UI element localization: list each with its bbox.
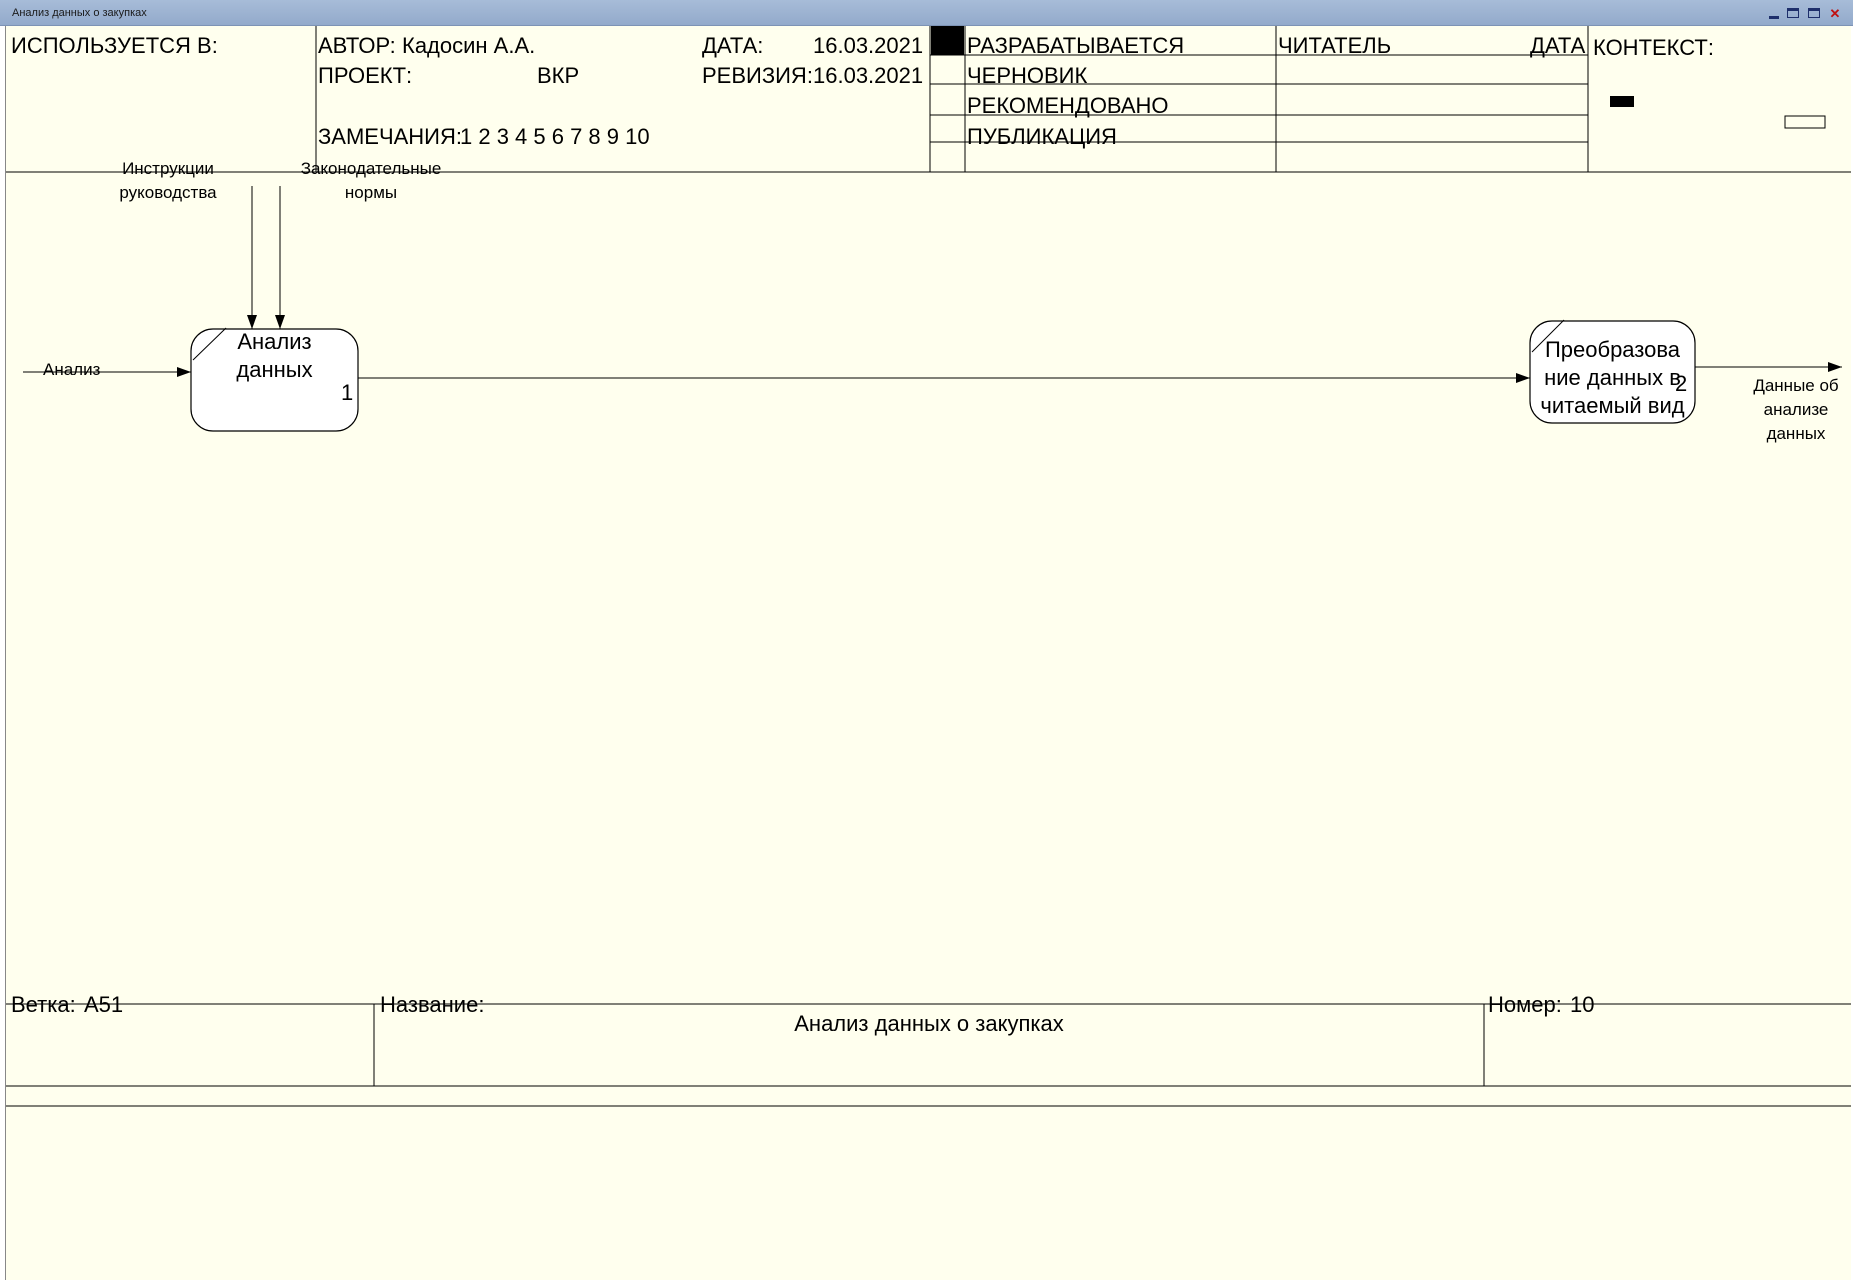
reader-label: ЧИТАТЕЛЬ (1278, 33, 1392, 58)
number-value: 10 (1570, 992, 1595, 1017)
header-frame (6, 26, 1851, 173)
diagram-canvas[interactable]: ИСПОЛЬЗУЕТСЯ В: АВТОР: Кадосин А.А. ПРОЕ… (5, 26, 1851, 1280)
block-1-number: 1 (341, 380, 354, 405)
diagram-title: Анализ данных о закупках (794, 1011, 1064, 1036)
number-label: Номер: (1488, 992, 1562, 1017)
block-2-number: 2 (1675, 371, 1688, 396)
used-in-label: ИСПОЛЬЗУЕТСЯ В: (11, 33, 218, 58)
window-title: Анализ данных о закупках (12, 7, 147, 19)
title-label: Название: (380, 992, 485, 1017)
context-box-filled (1610, 96, 1634, 107)
status-publication: ПУБЛИКАЦИЯ (967, 124, 1117, 149)
author-value: Кадосин А.А. (402, 33, 536, 58)
revision-label: РЕВИЗИЯ: (702, 63, 813, 88)
status-recommended: РЕКОМЕНДОВАНО (967, 93, 1169, 118)
control-arrow-1-label: Инструкции руководства (119, 159, 217, 202)
node-value: A51 (84, 992, 124, 1017)
block-1-label: Анализ данных (236, 329, 313, 382)
status-draft: ЧЕРНОВИК (967, 63, 1088, 88)
author-label: АВТОР: (318, 33, 396, 58)
window-titlebar: Анализ данных о закупках ✕ (0, 0, 1853, 26)
close-icon[interactable]: ✕ (1829, 6, 1841, 21)
notes-value: 1 2 3 4 5 6 7 8 9 10 (460, 124, 650, 149)
function-block-2[interactable] (1529, 319, 1696, 424)
context-label: КОНТЕКСТ: (1593, 35, 1714, 60)
revision-value: 16.03.2021 (813, 63, 924, 88)
diagram-frame (6, 26, 1851, 1107)
status-working: РАЗРАБАТЫВАЕТСЯ (967, 33, 1185, 58)
footer-frame (6, 1003, 1851, 1107)
project-value: ВКР (537, 63, 580, 88)
function-block-1[interactable] (190, 327, 359, 432)
working-status-marker (931, 26, 964, 55)
restore-icon[interactable] (1806, 6, 1822, 22)
node-label: Ветка: (11, 992, 76, 1017)
block-2-label: Преобразова ние данных в читаемый вид (1540, 337, 1685, 418)
project-label: ПРОЕКТ: (318, 63, 413, 88)
context-box-empty (1784, 115, 1826, 129)
input-arrow-label: Анализ (43, 360, 101, 379)
reader-date-label: ДАТА (1530, 33, 1586, 58)
date-value: 16.03.2021 (813, 33, 924, 58)
maximize-icon[interactable] (1785, 6, 1801, 22)
minimize-icon[interactable] (1766, 6, 1782, 22)
date-label: ДАТА: (702, 33, 764, 58)
output-arrow-label: Данные об анализе данных (1753, 376, 1839, 443)
control-arrow-2-label: Законодательные нормы (300, 159, 442, 202)
notes-label: ЗАМЕЧАНИЯ: (318, 124, 462, 149)
